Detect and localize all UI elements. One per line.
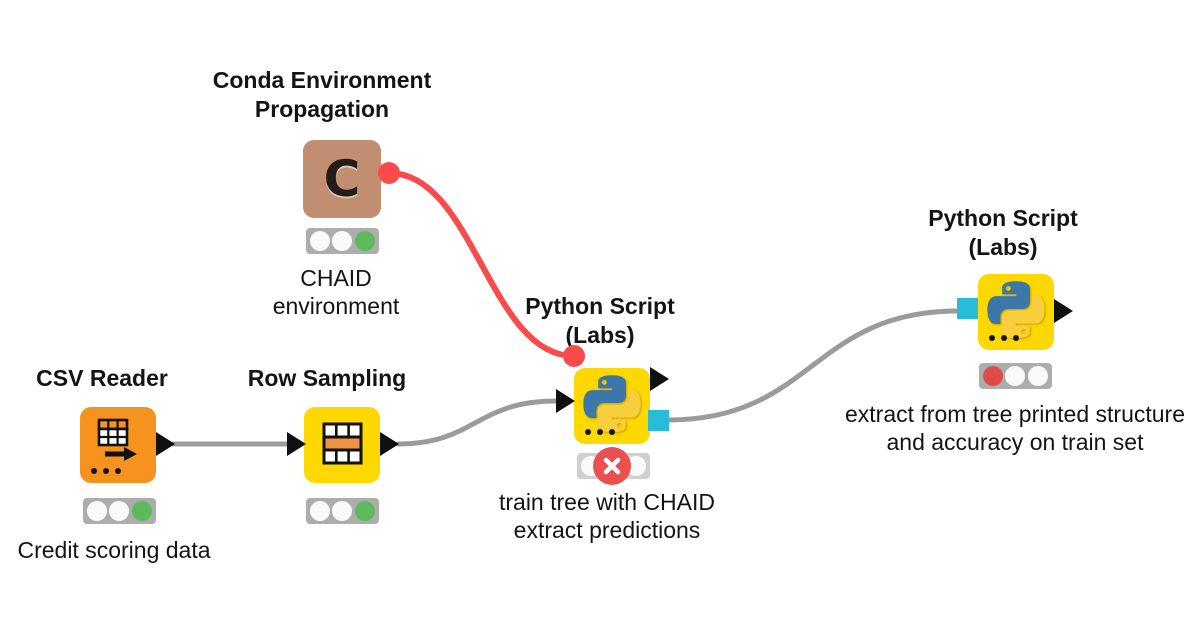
csv-status-traffic-light [83, 498, 156, 524]
error-badge-icon [593, 447, 631, 485]
traffic-light-red [983, 366, 1003, 386]
node-title-csv-reader: CSV Reader [36, 365, 168, 391]
traffic-light-off [332, 231, 352, 251]
traffic-light-off [1005, 366, 1025, 386]
node-caption-conda: CHAID environment [272, 265, 400, 319]
traffic-light-off [109, 501, 129, 521]
python1-flow-variable-input-port[interactable] [563, 345, 585, 367]
table-reader-icon [97, 418, 137, 461]
python-script-node-icon-2[interactable] [978, 274, 1054, 350]
node-title-conda: Conda Environment Propagation [212, 67, 432, 122]
node-title-python-script-1: Python Script (Labs) [525, 293, 675, 348]
python1-data-input-port[interactable] [556, 389, 575, 413]
python-icon [583, 375, 641, 433]
traffic-light-green [132, 501, 152, 521]
python1-data-output-port[interactable] [650, 367, 669, 391]
conda-logo-icon: C [323, 150, 361, 208]
node-title-python-script-2: Python Script (Labs) [928, 205, 1078, 260]
connection-conda-to-python1-flowvar[interactable] [386, 170, 577, 359]
node-caption-python-script-1: train tree with CHAID extract prediction… [498, 489, 715, 543]
python2-data-output-port[interactable] [1054, 299, 1073, 323]
python-icon [987, 281, 1045, 339]
node-caption-csv-reader: Credit scoring data [17, 537, 211, 563]
csv-reader-output-port[interactable] [156, 432, 175, 456]
node-title-row-sampling: Row Sampling [247, 365, 407, 391]
node-dots [91, 468, 121, 474]
connection-python1-to-python2[interactable] [665, 308, 961, 423]
traffic-light-off [310, 231, 330, 251]
connection-rowsampling-to-python1[interactable] [395, 398, 559, 447]
node-dots [989, 335, 1019, 341]
row-sampling-status-traffic-light [306, 498, 379, 524]
conda-node-icon[interactable]: C [303, 140, 381, 218]
python1-object-output-port[interactable] [648, 410, 669, 431]
traffic-light-off [332, 501, 352, 521]
csv-reader-node-icon[interactable] [80, 407, 156, 483]
traffic-light-off [310, 501, 330, 521]
node-caption-python-script-2: extract from tree printed structure and … [844, 401, 1185, 455]
x-icon [603, 457, 621, 475]
traffic-light-off [87, 501, 107, 521]
traffic-light-green [355, 501, 375, 521]
traffic-light-off [626, 456, 646, 476]
python2-status-traffic-light [979, 363, 1052, 389]
row-sampling-output-port[interactable] [380, 432, 399, 456]
traffic-light-off [1028, 366, 1048, 386]
conda-status-traffic-light [306, 228, 379, 254]
python2-object-input-port[interactable] [957, 298, 978, 319]
row-sampling-node-icon[interactable] [304, 407, 380, 483]
python-script-node-icon-1[interactable] [574, 368, 650, 444]
conda-flow-variable-output-port[interactable] [378, 162, 400, 184]
traffic-light-green [355, 231, 375, 251]
node-dots [585, 429, 615, 435]
row-sampling-table-icon [322, 422, 363, 465]
row-sampling-input-port[interactable] [287, 432, 306, 456]
